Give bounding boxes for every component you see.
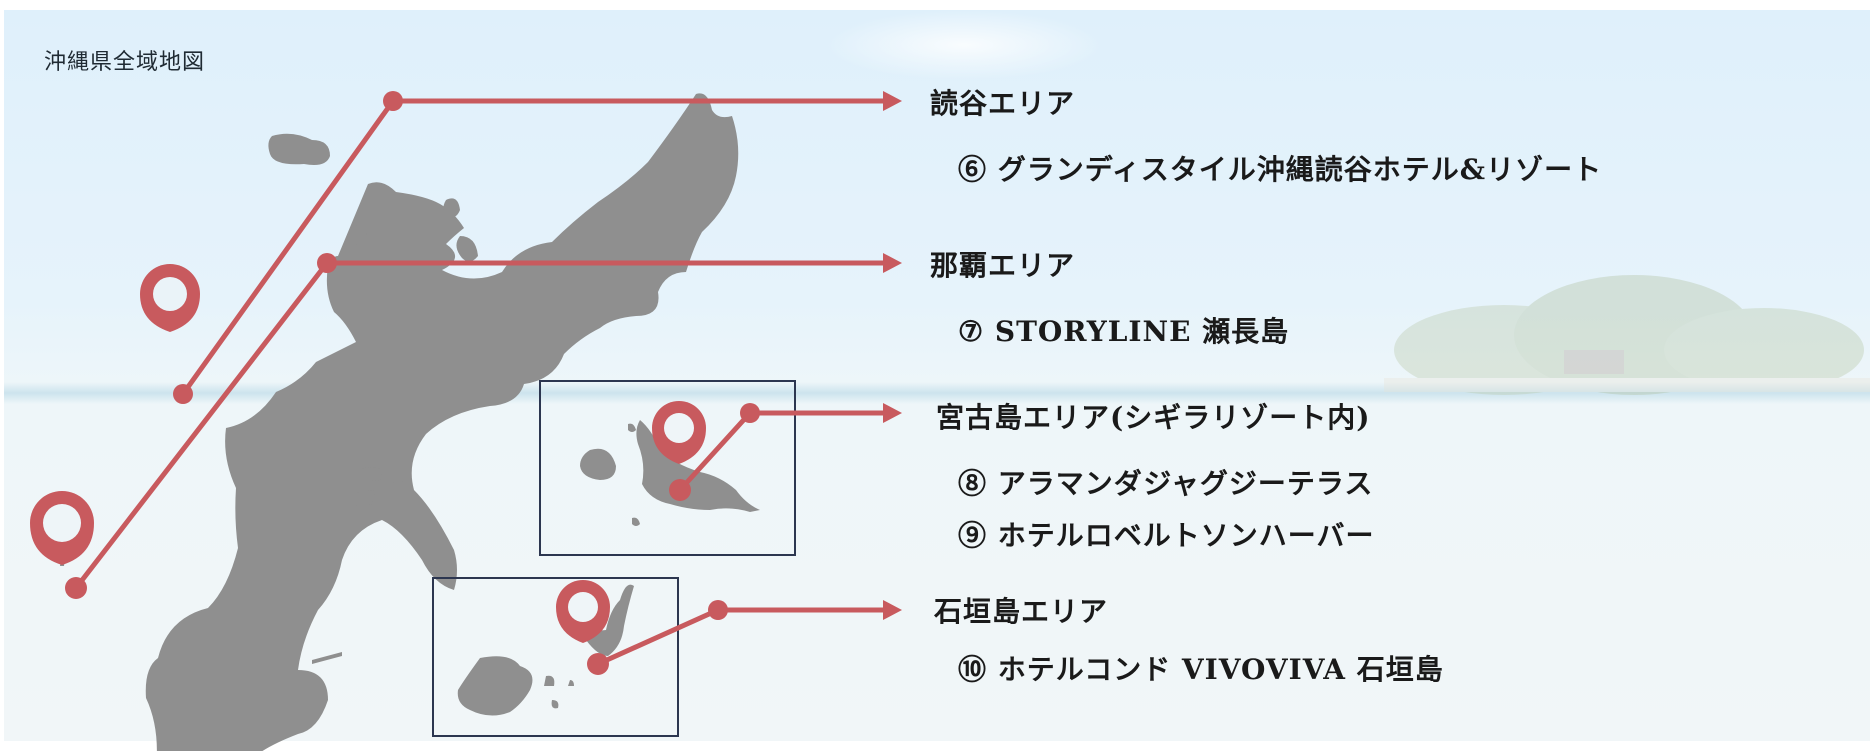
ishigaki-inset-box (432, 577, 679, 737)
miyako-arrow-icon (883, 403, 902, 423)
hotel-label-10[interactable]: ⑩ ホテルコンド VIVOVIVA 石垣島 (958, 653, 1444, 686)
hotel-label-9[interactable]: ⑨ ホテルロベルトソンハーバー (958, 519, 1375, 552)
background-island-photo (1384, 275, 1870, 395)
arrow-heads (883, 91, 902, 620)
miyako-inset-box (539, 380, 796, 556)
area-label-miyako: 宮古島エリア(シギラリゾート内) (936, 401, 1371, 434)
ishigaki-arrow-icon (883, 600, 902, 620)
yomitan-arrow-icon (883, 91, 902, 111)
miyako-islands (580, 420, 760, 526)
ishigaki-pin-icon (556, 580, 610, 643)
yomitan-pin-icon (140, 264, 200, 332)
area-label-yomitan: 読谷エリア (930, 87, 1076, 120)
hotel-label-8[interactable]: ⑧ アラマンダジャグジーテラス (958, 467, 1374, 500)
hotel-label-7[interactable]: ⑦ STORYLINE 瀬長島 (958, 315, 1290, 348)
ishigaki-leader-line (595, 607, 888, 667)
miyako-pin-icon (652, 401, 706, 464)
area-label-naha: 那覇エリア (930, 249, 1076, 282)
map-title: 沖縄県全域地図 (44, 50, 206, 75)
hotel-label-6[interactable]: ⑥ グランディスタイル沖縄読谷ホテル&リゾート (958, 153, 1603, 186)
naha-pin-icon (30, 491, 94, 565)
location-pins (30, 264, 706, 643)
background-cloud (824, 10, 1104, 80)
area-label-ishigaki: 石垣島エリア (934, 595, 1109, 628)
ishigaki-islands (457, 584, 634, 716)
okinawa-main-island (60, 93, 739, 751)
naha-arrow-icon (883, 253, 902, 273)
leader-dots (65, 91, 760, 675)
